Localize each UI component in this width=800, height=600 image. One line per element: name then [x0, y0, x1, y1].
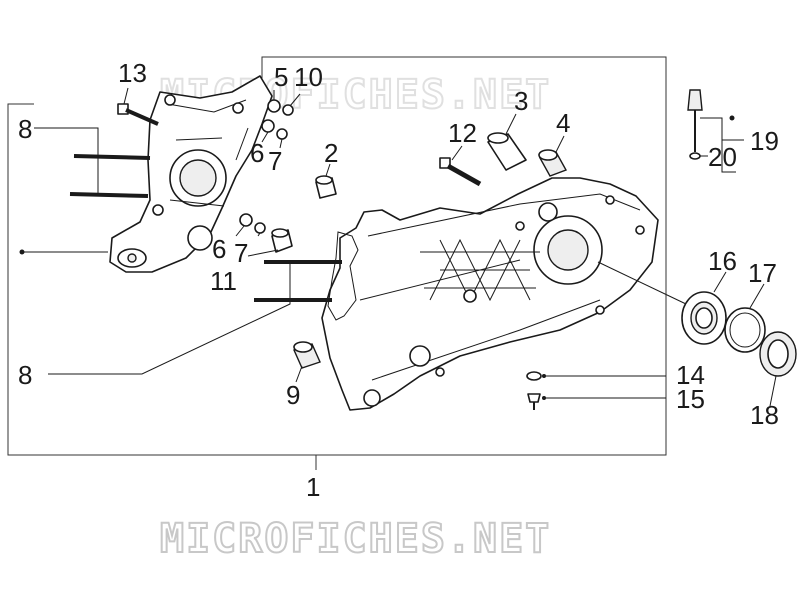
- callout-8a: 8: [18, 114, 32, 144]
- gasket: [327, 231, 359, 321]
- bushing-4: [538, 149, 568, 177]
- callout-19: 19: [750, 126, 779, 156]
- seal-18: [759, 331, 797, 377]
- callout-2: 2: [324, 138, 338, 168]
- callout-20: 20: [708, 142, 737, 172]
- callout-17: 17: [748, 258, 777, 288]
- callout-15: 15: [676, 384, 705, 414]
- callout-10: 10: [294, 62, 323, 92]
- bearing-16: [681, 291, 727, 345]
- callout-7b: 7: [234, 238, 248, 268]
- bushing-11: [271, 228, 293, 253]
- nut-washer-set-lower: [239, 213, 266, 234]
- right-crankcase-half: [321, 177, 659, 411]
- dowel-3: [487, 132, 527, 171]
- callout-6b: 6: [212, 234, 226, 264]
- left-crankcase-half: [109, 75, 273, 273]
- bolt-12: [439, 157, 482, 187]
- leader-lines: [22, 87, 777, 407]
- callout-12: 12: [448, 118, 477, 148]
- dipstick: [687, 89, 703, 160]
- stud-8-lower: [254, 260, 342, 302]
- callout-13: 13: [118, 58, 147, 88]
- callout-14: 14: [676, 360, 705, 390]
- callout-16: 16: [708, 246, 737, 276]
- callout-dots: [19, 115, 735, 400]
- callout-18: 18: [750, 400, 779, 430]
- oring-17: [724, 307, 766, 353]
- stud-8-upper: [69, 154, 151, 198]
- drain-plug: [526, 371, 542, 410]
- callout-5: 5: [274, 62, 288, 92]
- watermark-bottom: MICROFICHES.NET: [160, 516, 551, 562]
- callout-6a: 6: [250, 138, 264, 168]
- callout-1: 1: [306, 472, 320, 502]
- callout-4: 4: [556, 108, 570, 138]
- callout-8b: 8: [18, 360, 32, 390]
- callout-3: 3: [514, 86, 528, 116]
- dowel-2: [315, 175, 337, 199]
- callout-11: 11: [210, 266, 237, 296]
- callout-7a: 7: [268, 146, 282, 176]
- callout-9: 9: [286, 380, 300, 410]
- bolt-13: [117, 103, 159, 126]
- bushing-9: [293, 341, 321, 369]
- assembly-frame: [7, 56, 667, 470]
